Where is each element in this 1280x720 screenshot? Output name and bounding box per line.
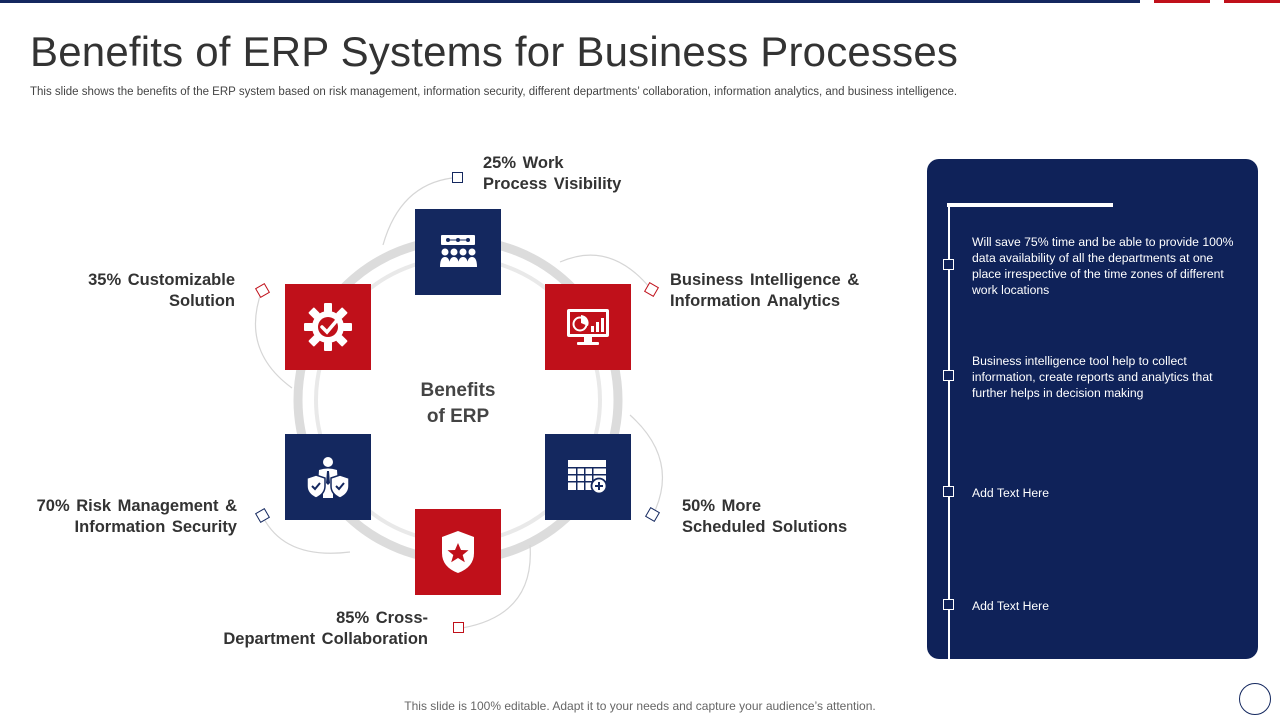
panel-item-text: Will save 75% time and be able to provid… [972,235,1234,297]
scheduled-solutions-tile [545,434,631,520]
calendar-add-icon [568,460,608,495]
info-panel [927,159,1258,659]
label-line: Business Intelligence & [670,271,860,289]
label-line: Process Visibility [483,175,622,193]
footer-note: This slide is 100% editable. Adapt it to… [404,699,876,713]
business-intelligence-tile [545,284,631,370]
cross-department-tile [415,509,501,595]
label-scheduled-solutions: 50% More Scheduled Solutions [682,496,847,538]
label-line: Information Security [74,518,237,536]
top-red-accent [1224,0,1280,3]
panel-item-text: Add Text Here [972,486,1050,500]
security-person-icon [306,457,350,499]
gear-check-icon [304,303,352,351]
label-line: 25% Work [483,154,564,172]
customizable-solution-tile [285,284,371,370]
label-customizable: 35% Customizable Solution [40,270,235,312]
panel-header-bar [947,203,1113,207]
label-work-visibility: 25% Work Process Visibility [483,153,621,195]
panel-timeline-line [948,207,950,659]
center-label-line2: of ERP [426,406,490,427]
label-line: 70% Risk Management & [36,497,237,515]
corner-circle [1239,683,1271,715]
risk-management-tile [285,434,371,520]
label-line: Information Analytics [670,292,841,310]
panel-marker [943,599,954,610]
label-line: Department Collaboration [223,630,428,648]
label-line: 85% Cross- [336,609,428,627]
label-line: Solution [169,292,235,310]
label-risk-management: 70% Risk Management & Information Securi… [10,496,237,538]
center-label-line1: Benefits [420,380,496,401]
panel-marker [943,259,954,270]
top-accent-line [0,0,1140,3]
label-line: 50% More [682,497,762,515]
panel-item-text: Business intelligence tool help to colle… [972,354,1213,400]
label-cross-department: 85% Cross- Department Collaboration [180,608,428,650]
label-line: Scheduled Solutions [682,518,848,536]
shield-star-icon [442,531,474,573]
work-visibility-tile [415,209,501,295]
page-title: Benefits of ERP Systems for Business Pro… [30,28,959,75]
marker-cross-department [453,622,464,633]
label-business-intelligence: Business Intelligence & Information Anal… [670,270,859,312]
people-board-icon [440,235,477,267]
panel-marker [943,486,954,497]
marker-work-visibility [452,172,463,183]
label-line: 35% Customizable [88,271,235,289]
page-subtitle: This slide shows the benefits of the ERP… [30,86,958,98]
center-label: Benefits of ERP [388,378,528,430]
analytics-monitor-icon [567,309,609,345]
panel-marker [943,370,954,381]
panel-item-text: Add Text Here [972,599,1050,613]
top-red-accent [1154,0,1210,3]
